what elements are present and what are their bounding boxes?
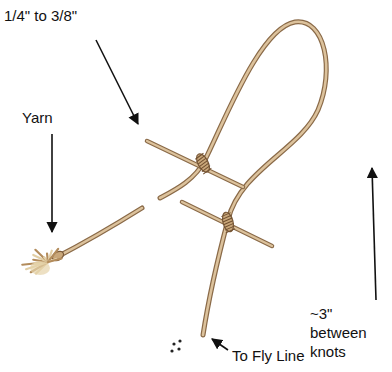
leader-arrows (52, 40, 376, 350)
callout-label: ~3" between knots (310, 304, 372, 361)
leader-line (55, 22, 326, 335)
dots (170, 339, 181, 352)
yarn-tuft (22, 249, 61, 275)
callout-label: 1/4" to 3/8" (4, 6, 134, 25)
callout-label: Yarn (22, 108, 82, 127)
callout-label: To Fly Line (232, 346, 352, 365)
blood-knot (51, 152, 236, 263)
